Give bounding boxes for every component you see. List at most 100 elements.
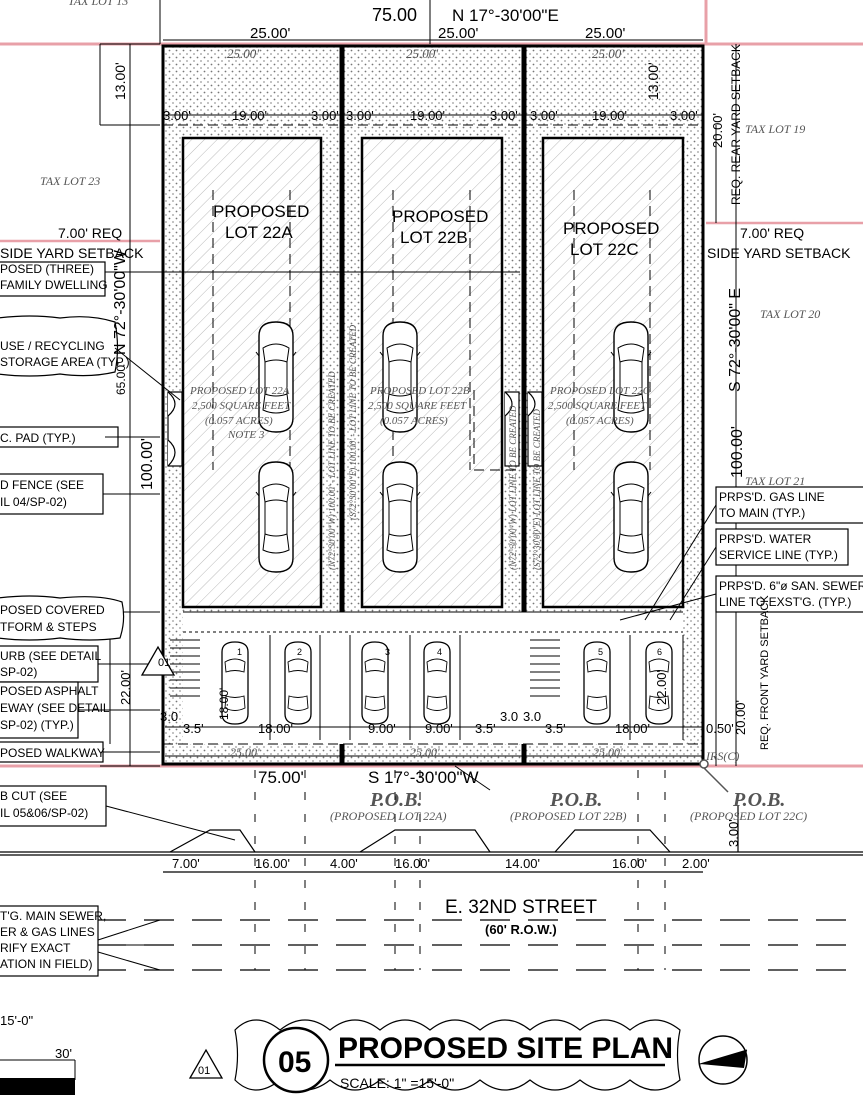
callout-dwelling-1: POSED (THREE) — [0, 262, 94, 276]
left-65-dim: 65.00' — [114, 363, 128, 395]
stall-3: 3 — [385, 647, 390, 657]
callout-refuse-1: USE / RECYCLING — [0, 339, 105, 353]
front-22-dim-right: 22.00' — [654, 670, 669, 705]
drawing-number: 05 — [278, 1046, 311, 1079]
bld-19-a: 19.00' — [232, 108, 267, 123]
lot-22b-name-2: LOT 22B — [400, 228, 468, 247]
right-bearing: S 72°-30'00" E — [727, 288, 744, 392]
lot-line-c: (N72°30'00"W) LOT LINE TO BE CREATED — [508, 405, 518, 570]
lot-22c-name-2: LOT 22C — [570, 240, 639, 259]
right-side-setback-1: 7.00' REQ — [740, 225, 804, 241]
rear-13-dim-right: 13.00' — [645, 62, 661, 100]
drawing-title: PROPOSED SITE PLAN — [338, 1032, 673, 1065]
lot-line-b: (S72°30'00"E) 100.00' - LOT LINE TO BE C… — [348, 324, 358, 520]
callout-fence-1: D FENCE (SEE — [0, 478, 84, 492]
lot-22a-width: 25.00' — [250, 25, 291, 42]
bld-19-c: 19.00' — [592, 108, 627, 123]
right-side-setback-2: SIDE YARD SETBACK — [707, 245, 851, 261]
rear-13-dim: 13.00' — [112, 62, 128, 100]
tax-lot-23: TAX LOT 23 — [40, 174, 100, 188]
pob-22a-sub: (PROPOSED LOT 22A) — [330, 809, 446, 823]
pk-35-b: 3.5' — [475, 721, 496, 736]
callout-gas-2: TO MAIN (TYP.) — [719, 506, 805, 520]
pk-30-a: 3.0 — [160, 709, 178, 724]
pk-9-a: 9.00' — [368, 721, 396, 736]
left-side-setback-1: 7.00' REQ — [58, 225, 122, 241]
side-3-c2: 3.00' — [670, 108, 698, 123]
revision-mark-1: 01 — [158, 657, 170, 669]
pk-18-vertical: 18.00' — [217, 688, 231, 720]
street-4-dim: 4.00' — [330, 856, 358, 871]
lot-22c-area-1: PROPOSED LOT 22C — [549, 385, 651, 397]
pk-18-c: 18.00' — [615, 721, 650, 736]
pob-22b: P.O.B. — [549, 789, 602, 811]
pob-22c-sub: (PROPOSED LOT 22C) — [690, 809, 807, 823]
bottom-total-dim: 75.00' — [258, 768, 304, 787]
pk-30-c: 3.0 — [523, 709, 541, 724]
callout-main-2: ER & GAS LINES — [0, 925, 95, 939]
front-22-dim: 22.00' — [118, 670, 133, 705]
callout-water-2: SERVICE LINE (TYP.) — [719, 548, 838, 562]
street-16-c: 16.00' — [612, 856, 647, 871]
stall-2: 2 — [297, 647, 302, 657]
dwelling-22c — [541, 136, 685, 609]
lot-22b-name-1: PROPOSED — [392, 207, 488, 226]
lot-22b-width-record: 25.00' — [406, 46, 438, 61]
callout-fence-2: IL 04/SP-02) — [0, 495, 67, 509]
lot-22c-front-width: 25.00' — [593, 745, 623, 759]
side-3-a1: 3.00' — [163, 108, 191, 123]
pk-18-a: 18.00' — [258, 721, 293, 736]
callout-dwelling-2: FAMILY DWELLING — [0, 278, 108, 292]
lot-22c-width: 25.00' — [585, 25, 626, 42]
left-depth-dim: 100.00' — [139, 438, 156, 490]
scale-bar-30: 30' — [55, 1046, 72, 1061]
stall-6: 6 — [657, 647, 662, 657]
street-row: (60' R.O.W.) — [485, 922, 557, 937]
lot-22a-area-2: 2,500 SQUARE FEET — [192, 400, 291, 412]
irs-label: IRS(C) — [705, 749, 739, 763]
lot-22c-width-record: 25.00' — [592, 46, 624, 61]
callout-asphalt-2: EWAY (SEE DETAIL — [0, 701, 110, 715]
street-16-b: 16.00' — [395, 856, 430, 871]
pob-22c: P.O.B. — [732, 789, 785, 811]
lot-22c-name-1: PROPOSED — [563, 219, 659, 238]
street-2-dim: 2.00' — [682, 856, 710, 871]
lot-22a-width-record: 25.00' — [227, 46, 259, 61]
callout-asphalt-3: SP-02) (TYP.) — [0, 718, 74, 732]
tax-lot-13: TAX LOT 13 — [68, 0, 128, 8]
callout-gas-1: PRPS'D. GAS LINE — [719, 490, 825, 504]
pob-22a: P.O.B. — [369, 789, 422, 811]
callout-sewer-1: PRPS'D. 6"ø SAN. SEWER — [719, 579, 863, 593]
pk-35-a: 3.5' — [183, 721, 204, 736]
lot-22c-area-2: 2,500 SQUARE FEET — [548, 400, 647, 412]
pob-22b-sub: (PROPOSED LOT 22B) — [510, 809, 626, 823]
lot-22c-area-3: (0.057 ACRES) — [566, 415, 634, 427]
callout-refuse-2: STORAGE AREA (TYP.) — [0, 355, 130, 369]
callout-curb-2: SP-02) — [0, 665, 37, 679]
stall-5: 5 — [598, 647, 603, 657]
street-7-dim: 7.00' — [172, 856, 200, 871]
lot-22b-area-2: 2,500 SQUARE FEET — [368, 400, 467, 412]
pk-050: 0.50' — [706, 721, 734, 736]
callout-cut-1: B CUT (SEE — [0, 789, 67, 803]
drawing-scale: SCALE: 1" =15'-0" — [340, 1075, 454, 1091]
callout-asphalt-1: POSED ASPHALT — [0, 684, 99, 698]
lot-22a-area-3: (0.057 ACRES) — [205, 415, 273, 427]
bld-19-b: 19.00' — [410, 108, 445, 123]
street-name: E. 32ND STREET — [445, 897, 597, 918]
stall-1: 1 — [237, 647, 242, 657]
callout-platform-1: POSED COVERED — [0, 603, 105, 617]
top-total-dim: 75.00 — [372, 5, 417, 25]
pk-9-b: 9.00' — [425, 721, 453, 736]
callout-main-3: RIFY EXACT — [0, 941, 71, 955]
top-bearing: N 17°-30'00"E — [452, 6, 559, 25]
lot-line-d: (S72°30'00"E) LOT LINE TO BE CREATED — [532, 409, 542, 570]
dwelling-22a — [181, 136, 323, 609]
side-3-b1: 3.00' — [346, 108, 374, 123]
callout-walkway: POSED WALKWAY — [0, 746, 105, 760]
street-14-dim: 14.00' — [505, 856, 540, 871]
stall-4: 4 — [437, 647, 442, 657]
side-3-b2: 3.00' — [490, 108, 518, 123]
callout-curb-1: URB (SEE DETAIL — [0, 649, 101, 663]
